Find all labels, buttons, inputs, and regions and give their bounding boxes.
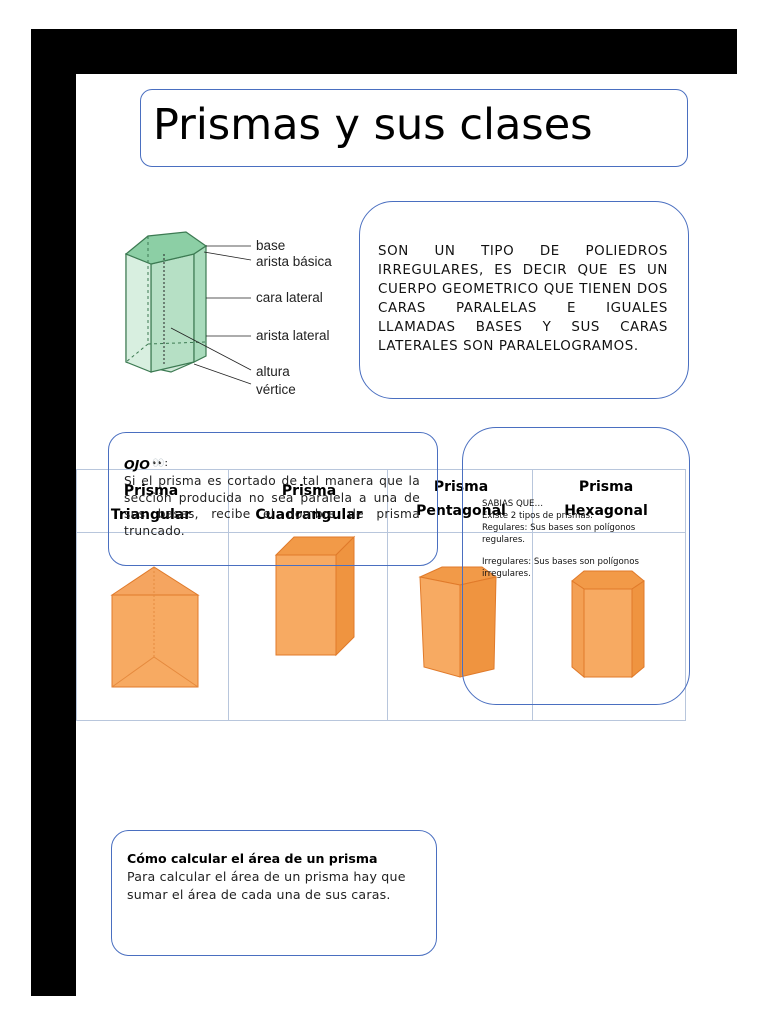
page-frame: Prismas y sus clases base arista básica xyxy=(31,29,754,1009)
hexagonal-prism-image xyxy=(571,570,645,679)
prism-name-line1: Prisma xyxy=(281,483,337,499)
label-arista-basica: arista básica xyxy=(256,254,332,269)
area-box: Cómo calcular el área de un prisma Para … xyxy=(111,830,437,956)
sabias-irregulares: Irregulares: Sus bases son polígonos irr… xyxy=(482,557,639,579)
area-text: Para calcular el área de un prisma hay q… xyxy=(127,869,406,902)
prism-name-line2: Hexagonal xyxy=(564,503,648,519)
sabias-box: SABIAS QUE… Existe 2 tipos de prismas: R… xyxy=(462,427,690,705)
prism-name-cuadrangular: Prisma Cuadrangular xyxy=(246,479,372,527)
label-cara-lateral: cara lateral xyxy=(256,290,323,305)
sabias-heading: SABIAS QUE… xyxy=(482,499,544,509)
ojo-box: OJO 👀: Si el prisma es cortado de tal ma… xyxy=(108,432,438,566)
triangular-prism-image xyxy=(110,566,200,688)
label-arista-lateral: arista lateral xyxy=(256,328,330,343)
ojo-heading: OJO xyxy=(124,457,150,472)
ojo-text: Si el prisma es cortado de tal manera qu… xyxy=(124,474,420,538)
title-box: Prismas y sus clases xyxy=(140,89,688,167)
label-altura: altura xyxy=(256,364,290,379)
cuadrangular-prism-image xyxy=(274,535,356,657)
label-vertice: vértice xyxy=(256,382,296,397)
prism-diagram: base arista básica cara lateral arista l… xyxy=(124,231,332,397)
definition-text: SON UN TIPO DE POLIEDROS IRREGULARES, ES… xyxy=(378,244,668,354)
prism-name-line2: Triangular xyxy=(110,507,192,523)
area-heading: Cómo calcular el área de un prisma xyxy=(127,851,378,866)
prism-name-line1: Prisma xyxy=(123,483,179,499)
prism-table: Prisma Triangular Prisma Cuadrangular Pr… xyxy=(76,469,686,721)
sabias-intro: Existe 2 tipos de prismas: xyxy=(482,511,593,521)
label-base: base xyxy=(256,238,285,253)
sabias-regulares: Regulares: Sus bases son polígonos regul… xyxy=(482,523,636,545)
prism-name-line2: Cuadrangular xyxy=(255,507,363,523)
pentagonal-prism-image xyxy=(418,566,498,678)
prism-name-line1: Prisma xyxy=(433,479,489,495)
prism-name-hexagonal: Prisma Hexagonal xyxy=(556,475,656,523)
eyes-icon: 👀: xyxy=(152,458,168,469)
page: Prismas y sus clases base arista básica xyxy=(76,74,754,1009)
prism-name-triangular: Prisma Triangular xyxy=(106,479,196,527)
sabias-text: SABIAS QUE… Existe 2 tipos de prismas: R… xyxy=(482,498,672,590)
definition-box: SON UN TIPO DE POLIEDROS IRREGULARES, ES… xyxy=(359,201,689,399)
prism-name-pentagonal: Prisma Pentagonal xyxy=(411,475,511,523)
prism-name-line2: Pentagonal xyxy=(416,503,506,519)
page-title: Prismas y sus clases xyxy=(153,100,593,150)
prism-name-line1: Prisma xyxy=(578,479,634,495)
